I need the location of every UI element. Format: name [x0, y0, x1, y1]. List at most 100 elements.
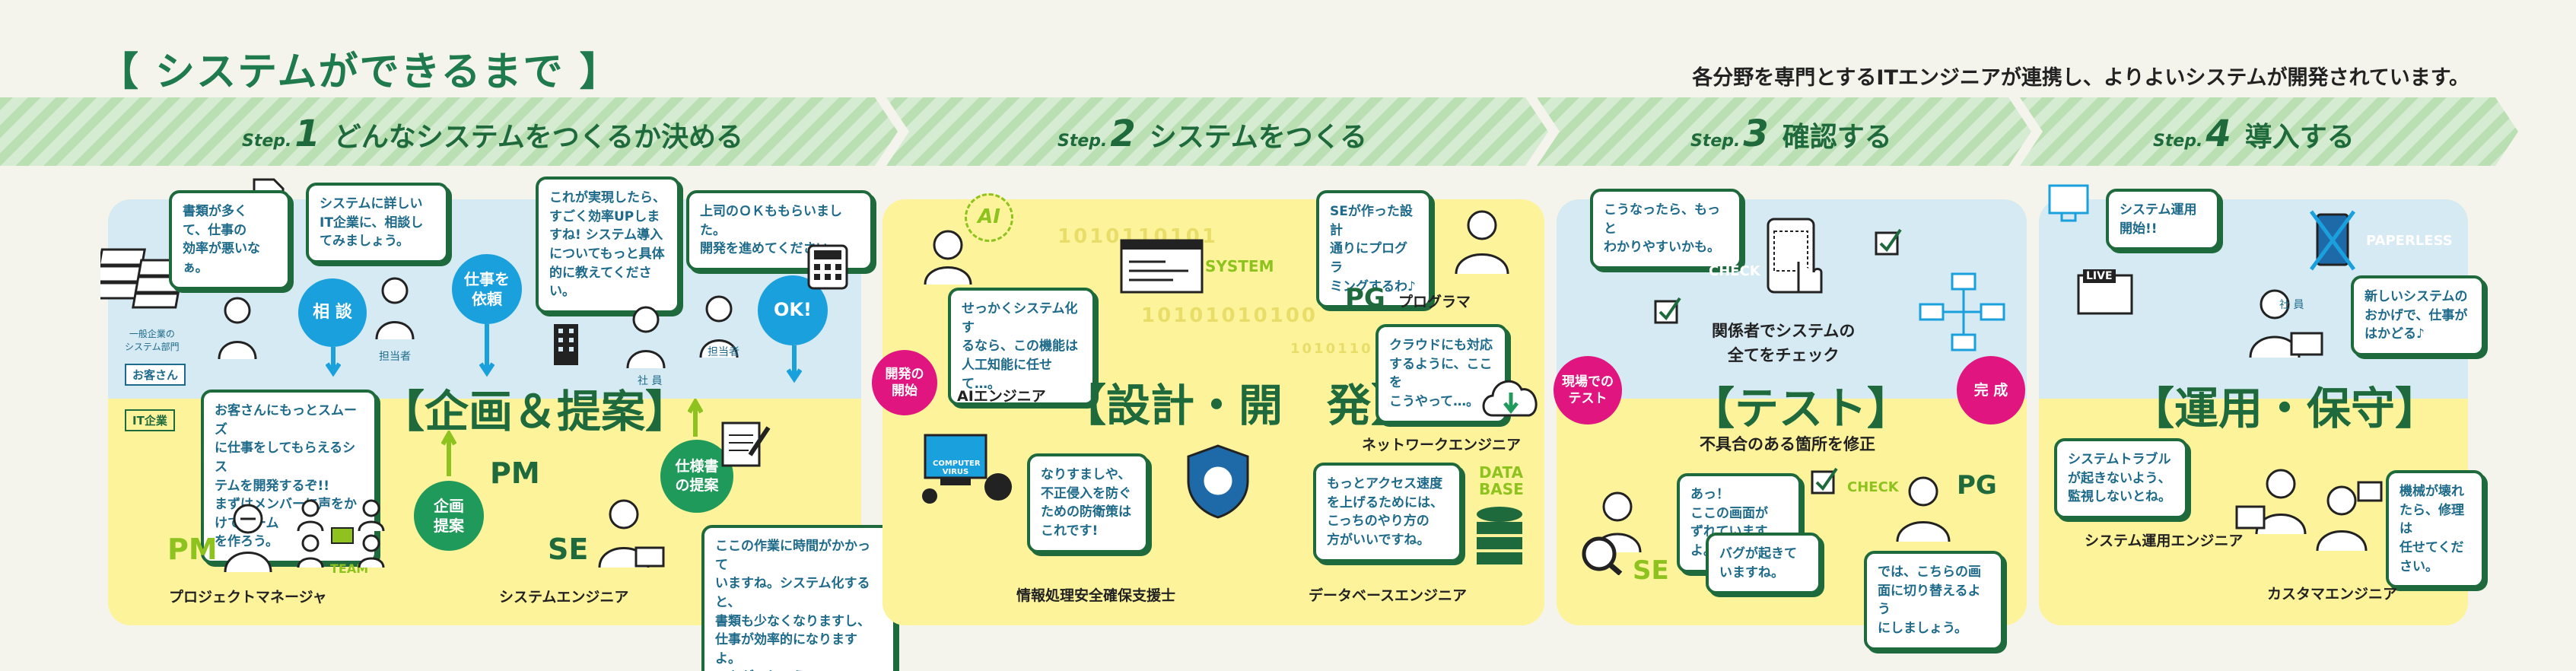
binary-deco-2: 10101010100: [1141, 304, 1318, 327]
step-1-num: 1: [294, 113, 320, 155]
arrow-down-icon: [326, 347, 341, 377]
se-deco: SE: [548, 533, 589, 566]
page-subtitle: 各分野を専門とするITエンジニアが連携し、よりよいシステムが開発されています。: [1692, 66, 2469, 90]
role-security-specialist: 情報処理安全確保支援士: [1016, 587, 1176, 604]
step-4-num: 4: [2206, 113, 2231, 155]
checkbox-icon: [1875, 228, 1902, 256]
role-network-engineer: ネットワークエンジニア: [1362, 437, 1522, 453]
panel-operation-title: 【運用・保守】: [2130, 383, 2440, 434]
calculator-icon: [807, 244, 848, 290]
speech-bubble-thanks: 新しいシステムの おかげで、仕事が はかどる♪: [2351, 275, 2485, 356]
speech-bubble-programmer: SEが作った設計 通りにプログラ ミングするわ♪: [1316, 190, 1432, 309]
ai-deco: AI: [965, 193, 1013, 242]
it-company-tag: IT企業: [125, 409, 175, 431]
role-ai-engineer: AIエンジニア: [957, 388, 1046, 405]
step-3-label: Step.: [1690, 132, 1741, 151]
speech-bubble-customer: 書類が多く て、仕事の 効率が悪いなぁ。: [169, 190, 291, 290]
arrow-up-icon: [688, 399, 703, 437]
employee-pc-icon: [2249, 289, 2323, 358]
programmer-person-icon: [1455, 210, 1509, 275]
all-check-text: 関係者でシステムの 全てをチェック: [1712, 322, 1856, 364]
complete-circle: 完 成: [1957, 356, 2025, 425]
smartphone-touch-icon: [1767, 218, 1823, 294]
step-2-num: 2: [1110, 113, 1136, 155]
team-people-icon: [297, 499, 385, 568]
company-dept-label: 一般企業の システム部門: [125, 329, 180, 352]
speech-bubble-ops-start: システム運用 開始!!: [2106, 189, 2220, 251]
speech-bubble-clarify: こうなったら、もっと わかりやすいかも。: [1590, 189, 1742, 269]
pg-deco-test: PG: [1957, 470, 1997, 501]
panel-development-title: 【設計・開 発】: [1062, 380, 1416, 431]
step-4-label: Step.: [2153, 132, 2203, 151]
shield-globe-icon: [1187, 444, 1249, 519]
field-test-circle: 現場での テスト: [1554, 356, 1622, 425]
arrow-down-icon: [479, 324, 495, 377]
customer-person-icon: [218, 297, 257, 360]
staff-label-1: 担当者: [379, 351, 411, 363]
request-circle: 仕事を 依頼: [452, 254, 522, 324]
speech-bubble-pm: お客さんにもっとスムーズ に仕事をしてもらえるシス テムを開発するぞ!! まずは…: [215, 403, 357, 550]
arrow-up-icon: [441, 431, 456, 476]
speech-bubble-ai: せっかくシステム化す るなら、この機能は 人工知能に任せて…。: [948, 288, 1096, 406]
speech-bubble-se: ここの作業に時間がかかって いますね。システム化すると、 書類も少なくなりますし…: [701, 525, 896, 671]
panel-test-title: 【テスト】: [1690, 383, 1912, 434]
customer-tag: お客さん: [125, 364, 186, 386]
paperless-deco: PAPERLESS: [2366, 233, 2453, 249]
role-programmer: プログラマ: [1398, 294, 1471, 310]
panel-planning-title: 【企画＆提案】: [380, 386, 690, 437]
binary-deco-3: 1010110: [1290, 341, 1373, 357]
se-deco-test: SE: [1633, 555, 1669, 586]
checkbox-icon: [1654, 297, 1681, 324]
check-deco-2: CHECK: [1847, 479, 1899, 495]
step-4: Step.4 導入する: [2153, 113, 2355, 155]
step-3-num: 3: [1743, 113, 1769, 155]
speech-bubble-test-se-b: バグが起きて いますね。: [1706, 533, 1821, 595]
cloud-download-icon: [1482, 380, 1538, 417]
page-title: 【 システムができるまで 】: [99, 49, 621, 95]
speech-bubble-database: もっとアクセス速度 を上げるためには、 こっちのやり方の 方がいいですね。: [1313, 463, 1462, 562]
test-programmer-icon: [1896, 476, 1951, 542]
role-project-manager: プロジェクトマネージャ: [169, 589, 327, 606]
ai-engineer-icon: [924, 230, 972, 285]
database-deco: DATA BASE: [1479, 463, 1524, 498]
monitor-icon: [2048, 184, 2089, 222]
manager-person-icon: [699, 295, 739, 358]
paperless-tablet-icon: [2309, 210, 2356, 271]
role-system-engineer: システムエンジニア: [499, 589, 629, 606]
speech-bubble-ce: 機械が壊れ たら、修理は 任せてくだ さい。: [2386, 470, 2485, 589]
spec-proposal-circle: 仕様書 の提案: [660, 440, 733, 513]
se-person-icon: [598, 499, 665, 568]
database-icon: [1477, 507, 1522, 564]
employee-label: 社 員: [638, 375, 663, 387]
employee-label-ops: 社 員: [2279, 299, 2304, 311]
role-customer-engineer: カスタマエンジニア: [2267, 586, 2398, 603]
live-deco: LIVE: [2083, 269, 2116, 283]
customer-engineer-icon: [2316, 481, 2383, 552]
step-band: [0, 97, 2518, 166]
magnifier-person-icon: [1582, 491, 1642, 575]
fix-text: 不具合のある箇所を修正: [1700, 435, 1875, 453]
speech-bubble-ops: システムトラブル が起きないよう、 監視しないとね。: [2054, 438, 2188, 519]
role-database-engineer: データベースエンジニア: [1309, 587, 1468, 604]
building-icon: [554, 324, 578, 365]
checkbox-icon: [1811, 467, 1838, 495]
plan-proposal-circle: 企画 提案: [414, 481, 484, 551]
virus-computer-icon: [922, 434, 1012, 504]
step-3-text: 確認する: [1782, 122, 1892, 153]
speech-bubble-security: なりすましや、 不正侵入を防ぐ ための防衛策は これです!: [1027, 453, 1149, 553]
step-2-text: システムをつくる: [1149, 122, 1367, 153]
arrow-down-icon: [787, 345, 802, 383]
speech-bubble-boss: 上司のＯＫももらいました。 開発を進めてください。: [686, 190, 873, 271]
clipboard-pen-icon: [721, 421, 771, 467]
step-4-text: 導入する: [2244, 122, 2355, 153]
pg-deco: PG: [1345, 283, 1385, 313]
pm-deco-2: PM: [490, 456, 540, 490]
system-deco: SYSTEM: [1205, 257, 1274, 275]
virus-deco: COMPUTER VIRUS: [933, 460, 981, 476]
network-devices-icon: [1919, 272, 2005, 351]
step-3: Step.3 確認する: [1690, 113, 1892, 155]
speech-bubble-test-pg: では、こちらの画 面に切り替えるよう にしましょう。: [1864, 551, 2004, 650]
role-ops-engineer: システム運用エンジニア: [2085, 533, 2244, 549]
consult-circle: 相 談: [298, 278, 367, 347]
